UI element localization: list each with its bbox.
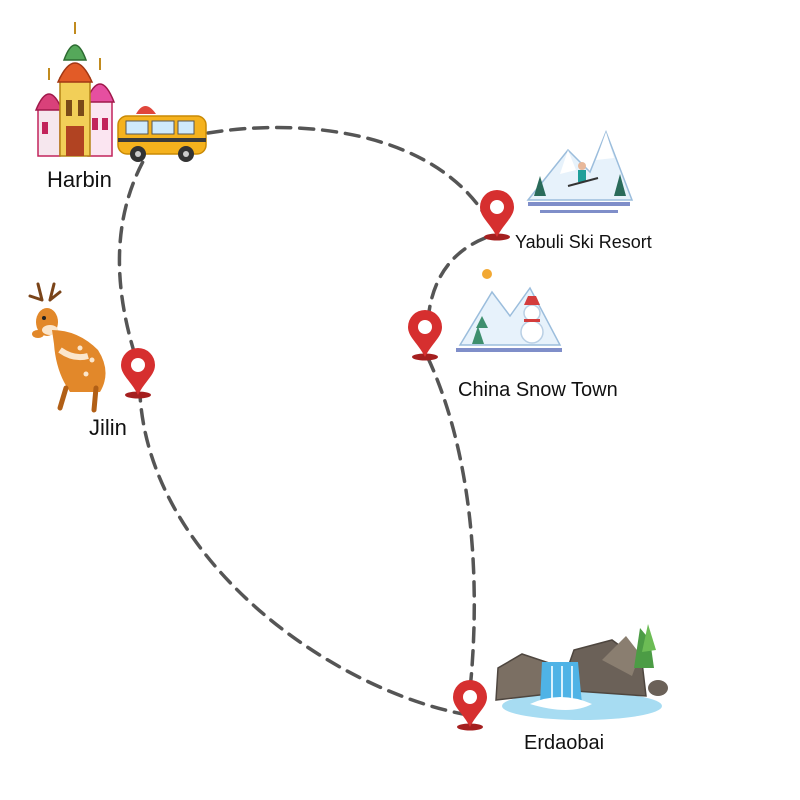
route-harbin-yabuli bbox=[206, 125, 487, 217]
route-jilin-harbin bbox=[117, 154, 148, 357]
location-pin-icon bbox=[480, 190, 514, 241]
place-label-yabuli: Yabuli Ski Resort bbox=[515, 232, 652, 252]
place-label-jilin: Jilin bbox=[89, 415, 127, 440]
location-pin-icon bbox=[453, 680, 487, 731]
snowman-icon bbox=[456, 286, 562, 352]
kremlin-icon bbox=[34, 22, 116, 157]
skier-icon bbox=[526, 129, 634, 213]
deer-icon bbox=[28, 282, 106, 413]
route-yabuli-snowtown bbox=[426, 236, 487, 322]
taxi-icon bbox=[117, 106, 207, 162]
location-pin-icon bbox=[408, 310, 442, 361]
waterfall-icon bbox=[495, 624, 668, 720]
location-pin-icon bbox=[121, 348, 155, 399]
place-label-erdaobai: Erdaobai bbox=[524, 732, 605, 754]
route-erdaobai-jilin bbox=[138, 393, 470, 717]
place-label-snow-town: China Snow Town bbox=[458, 379, 618, 401]
sun-icon bbox=[482, 269, 492, 279]
route-path bbox=[117, 125, 487, 717]
route-snowtown-erdaobai bbox=[426, 356, 477, 692]
place-label-harbin: Harbin bbox=[47, 167, 112, 192]
